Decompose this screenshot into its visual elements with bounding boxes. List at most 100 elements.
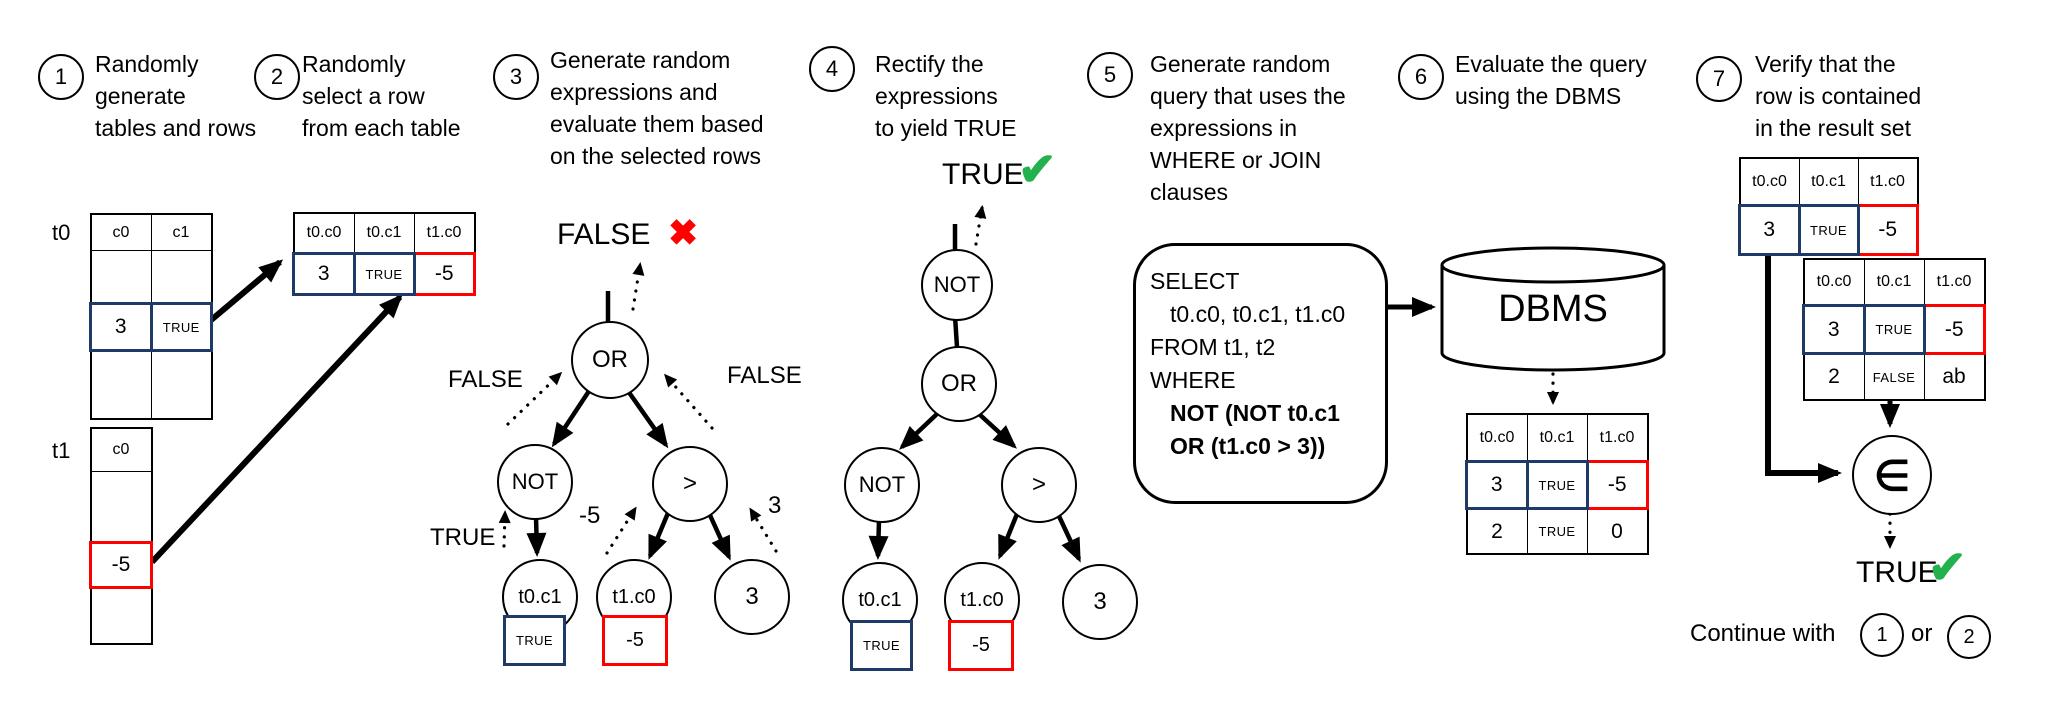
empty-cell [150, 350, 212, 420]
tree4-node-const3: 3 [1062, 564, 1138, 640]
step-7-badge: 7 [1696, 56, 1742, 102]
pivot-cell: -5 [1922, 304, 1986, 355]
tree3-edge-label-right: FALSE [727, 362, 802, 389]
empty-cell [90, 587, 152, 645]
table-cell: FALSE [1863, 353, 1925, 401]
result-set-table: t0.c0 t0.c1 t1.c0 3 TRUE -5 2 FALSE ab [1802, 258, 1986, 401]
step-5-label: Generate random query that uses the expr… [1150, 51, 1346, 205]
pivot-cell: -5 [1856, 204, 1919, 256]
tree3-node-gt: > [652, 446, 728, 522]
step-4-badge: 4 [809, 46, 855, 92]
step-6-badge: 6 [1398, 54, 1444, 100]
header-cell: t0.c0 [1466, 413, 1528, 462]
pivot-cell: -5 [1585, 460, 1649, 510]
pivot-cell: -5 [412, 252, 476, 296]
header-cell: t0.c0 [1803, 258, 1865, 306]
dbms-result-table: t0.c0 t0.c1 t1.c0 3 TRUE -5 2 TRUE 0 [1465, 413, 1649, 555]
header-cell: t1.c0 [1586, 413, 1648, 462]
table-cell: 2 [1803, 353, 1865, 401]
continue-label: Continue with [1690, 620, 1836, 647]
tree4-value-box-true: TRUE [850, 620, 913, 671]
table-t1-label: t1 [52, 438, 71, 463]
pivot-cell: 3 [89, 302, 153, 352]
sql-line-from: FROM t1, t2 [1150, 334, 1276, 360]
pivot-cell: 3 [1465, 460, 1529, 510]
header-cell: t0.c1 [1798, 157, 1859, 206]
sql-line-predicate1: NOT (NOT t0.c1 [1170, 400, 1340, 426]
arrow-pivot-to-membership [1765, 250, 1842, 483]
table-t1: c0 -5 [89, 427, 153, 645]
table-cell: TRUE [1526, 508, 1588, 555]
pivot-row-table: t0.c0 t0.c1 t1.c0 3 TRUE -5 [1738, 157, 1919, 256]
header-cell: t1.c0 [413, 212, 475, 254]
header-cell: t0.c1 [353, 212, 415, 254]
tree4-node-or: OR [921, 346, 997, 422]
membership-operator: ∈ [1852, 435, 1932, 515]
sql-line-columns: t0.c0, t0.c1, t1.c0 [1170, 301, 1346, 327]
sql-line-select: SELECT [1150, 268, 1240, 294]
table-cell: ab [1923, 353, 1985, 401]
table-t0-label: t0 [52, 220, 71, 245]
dbms-label: DBMS [1498, 288, 1608, 330]
tree4-node-not: NOT [844, 447, 920, 523]
tree3-edge-label-left: FALSE [448, 366, 523, 393]
continue-step-2-badge: 2 [1947, 615, 1991, 659]
tree4-value-box-minus5: -5 [948, 620, 1014, 671]
header-cell: t0.c0 [293, 212, 355, 254]
table-cell: 0 [1586, 508, 1648, 555]
tree3-value-box-true: TRUE [503, 615, 566, 666]
step-2-badge: 2 [254, 54, 300, 100]
step-3-label: Generate random expressions and evaluate… [550, 47, 764, 169]
pivot-cell: 3 [1738, 204, 1801, 256]
tree3-result-label: FALSE [557, 218, 651, 251]
tree3-node-const3: 3 [714, 559, 790, 635]
step-4-label: Rectify the expressions to yield TRUE [875, 51, 1017, 141]
tree3-edge-label-leaf2: -5 [579, 502, 601, 529]
step-2-label: Randomly select a row from each table [302, 51, 461, 141]
tree4-node-gt: > [1001, 447, 1077, 523]
sql-query-box [1133, 243, 1388, 504]
dbms-cylinder [1440, 265, 1666, 372]
tree3-node-not: NOT [497, 444, 573, 520]
header-cell: c1 [150, 213, 212, 251]
empty-cell [90, 250, 152, 304]
empty-cell [150, 250, 212, 304]
tree3-value-box-minus5: -5 [602, 615, 668, 666]
table-t0: c0 c1 3 TRUE [89, 213, 213, 420]
step-6-label: Evaluate the query using the DBMS [1455, 51, 1647, 109]
empty-cell [90, 350, 152, 420]
membership-result-label: TRUE [1856, 556, 1938, 589]
step-7-label: Verify that the row is contained in the … [1755, 51, 1922, 141]
pivot-cell: TRUE [1862, 304, 1926, 355]
tree3-edge-label-leaf3: 3 [768, 492, 782, 519]
pivot-cell: TRUE [1525, 460, 1589, 510]
pivot-cell: 3 [1802, 304, 1866, 355]
header-cell: c0 [90, 427, 152, 472]
checkmark-icon: ✔ [1928, 541, 1967, 593]
tree4-node-not-root: NOT [921, 249, 993, 321]
pivot-cell: TRUE [149, 302, 213, 352]
cross-icon: ✖ [668, 212, 699, 253]
tree3-edge-label-leaf1: TRUE [430, 524, 496, 551]
sql-line-predicate2: OR (t1.c0 > 3)) [1170, 433, 1326, 459]
empty-cell [90, 471, 152, 543]
continue-step-1-badge: 1 [1860, 613, 1904, 657]
header-cell: t0.c0 [1739, 157, 1800, 206]
header-cell: t1.c0 [1857, 157, 1918, 206]
tree4-result-label: TRUE [942, 158, 1024, 191]
step-1-label: Randomly generate tables and rows [95, 51, 257, 141]
pivot-cell: TRUE [1797, 204, 1860, 256]
step-5-badge: 5 [1087, 52, 1133, 98]
sql-line-where: WHERE [1150, 367, 1236, 393]
checkmark-icon: ✔ [1018, 143, 1057, 195]
arrow-t1-row-to-selected [149, 294, 403, 565]
header-cell: t0.c1 [1863, 258, 1925, 306]
pivot-cell: TRUE [352, 252, 416, 296]
pivot-cell: -5 [89, 541, 153, 589]
header-cell: t1.c0 [1923, 258, 1985, 306]
header-cell: t0.c1 [1526, 413, 1588, 462]
header-cell: c0 [90, 213, 152, 251]
table-cell: 2 [1466, 508, 1528, 555]
